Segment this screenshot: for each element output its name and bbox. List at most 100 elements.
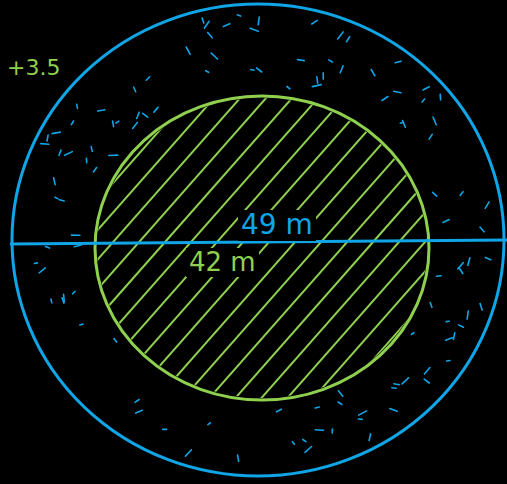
- speckle-dot: [424, 368, 430, 374]
- speckle-dot: [47, 135, 48, 141]
- speckle-dot: [154, 107, 158, 112]
- speckle-dot: [316, 77, 319, 84]
- speckle-dot: [446, 320, 449, 322]
- hatch-line: [450, 80, 507, 420]
- speckle-dot: [305, 447, 312, 453]
- speckle-dot: [430, 303, 432, 308]
- speckle-dot: [287, 87, 290, 89]
- speckle-dot: [251, 69, 254, 71]
- speckle-dot: [340, 66, 343, 73]
- speckle-dot: [433, 117, 436, 125]
- speckle-dot: [394, 91, 401, 93]
- speckle-dot: [429, 134, 432, 139]
- speckle-dot: [347, 37, 350, 42]
- speckle-dot: [433, 192, 437, 196]
- speckle-dot: [71, 121, 73, 125]
- hatch-line: [0, 80, 282, 420]
- speckle-dot: [402, 378, 408, 384]
- speckle-dot: [237, 15, 240, 16]
- speckle-dot: [74, 245, 81, 247]
- speckle-dot: [76, 104, 78, 108]
- speckle-dot: [116, 121, 119, 123]
- speckle-dot: [62, 298, 64, 303]
- speckle-dot: [46, 246, 50, 248]
- speckle-dot: [71, 234, 80, 236]
- speckle-dots: [34, 15, 491, 462]
- speckle-dot: [41, 143, 49, 145]
- speckle-dot: [423, 87, 429, 90]
- speckle-dot: [137, 112, 140, 118]
- speckle-dot: [480, 304, 482, 311]
- speckle-dot: [258, 17, 259, 25]
- speckle-dot: [98, 110, 105, 111]
- hatch-line: [0, 80, 100, 420]
- speckle-dot: [55, 197, 58, 199]
- speckle-dot: [460, 192, 463, 196]
- speckle-dot: [134, 87, 136, 92]
- speckle-dot: [303, 440, 306, 442]
- speckle-dot: [206, 71, 209, 73]
- hatch-line: [398, 80, 507, 420]
- speckle-dot: [329, 60, 333, 62]
- speckle-dot: [292, 442, 294, 445]
- speckle-dot: [113, 121, 114, 127]
- speckle-dot: [480, 227, 484, 232]
- speckle-dot: [394, 384, 400, 385]
- dimension-label: +3.5: [4, 56, 63, 80]
- speckle-dot: [63, 294, 65, 302]
- speckle-dot: [143, 113, 148, 117]
- speckle-dot: [59, 200, 64, 201]
- speckle-dot: [358, 418, 362, 420]
- hatch-line: [320, 80, 507, 420]
- speckle-dot: [359, 411, 367, 415]
- speckle-dot: [202, 18, 204, 23]
- speckle-dot: [80, 324, 83, 325]
- speckle-dot: [467, 311, 468, 319]
- hatch-line: [372, 80, 507, 420]
- speckle-dot: [411, 333, 414, 335]
- speckle-dot: [50, 299, 52, 303]
- speckle-dot: [392, 387, 396, 389]
- speckle-dot: [277, 409, 282, 412]
- speckle-dot: [250, 28, 258, 31]
- speckle-dot: [331, 429, 333, 433]
- speckle-dot: [338, 391, 343, 396]
- speckle-dot: [93, 168, 96, 173]
- speckle-dot: [338, 32, 343, 39]
- speckle-dot: [211, 53, 217, 59]
- speckle-dot: [298, 60, 305, 61]
- speckle-dot: [86, 158, 88, 162]
- speckle-dot: [133, 123, 138, 129]
- speckle-dot: [424, 379, 429, 383]
- speckle-dot: [59, 150, 61, 155]
- speckle-dot: [436, 275, 441, 277]
- inner-circle: [95, 96, 429, 400]
- speckle-dot: [459, 325, 464, 327]
- hatch-line: [242, 80, 507, 420]
- speckle-dot: [135, 400, 139, 403]
- speckle-dot: [322, 73, 324, 79]
- speckle-dot: [447, 360, 450, 362]
- speckle-dot: [395, 61, 401, 63]
- speckle-dot: [312, 20, 317, 24]
- speckle-dot: [485, 202, 489, 209]
- speckle-dot: [208, 423, 210, 425]
- speckle-dot: [65, 152, 73, 156]
- speckle-dot: [136, 410, 143, 413]
- speckle-dot: [54, 178, 55, 185]
- speckle-dot: [446, 338, 453, 340]
- speckle-dot: [146, 77, 150, 80]
- speckle-dot: [315, 407, 319, 408]
- speckle-dot: [459, 268, 463, 274]
- hatch-line: [0, 80, 178, 420]
- speckle-dot: [439, 94, 441, 100]
- speckle-dot: [109, 154, 118, 156]
- speckle-dot: [312, 85, 321, 87]
- hatch-line: [0, 80, 204, 420]
- speckle-dot: [204, 21, 209, 28]
- speckle-dot: [186, 450, 192, 456]
- speckle-dot: [338, 402, 342, 405]
- speckle-dot: [186, 47, 190, 54]
- speckle-dot: [73, 291, 76, 294]
